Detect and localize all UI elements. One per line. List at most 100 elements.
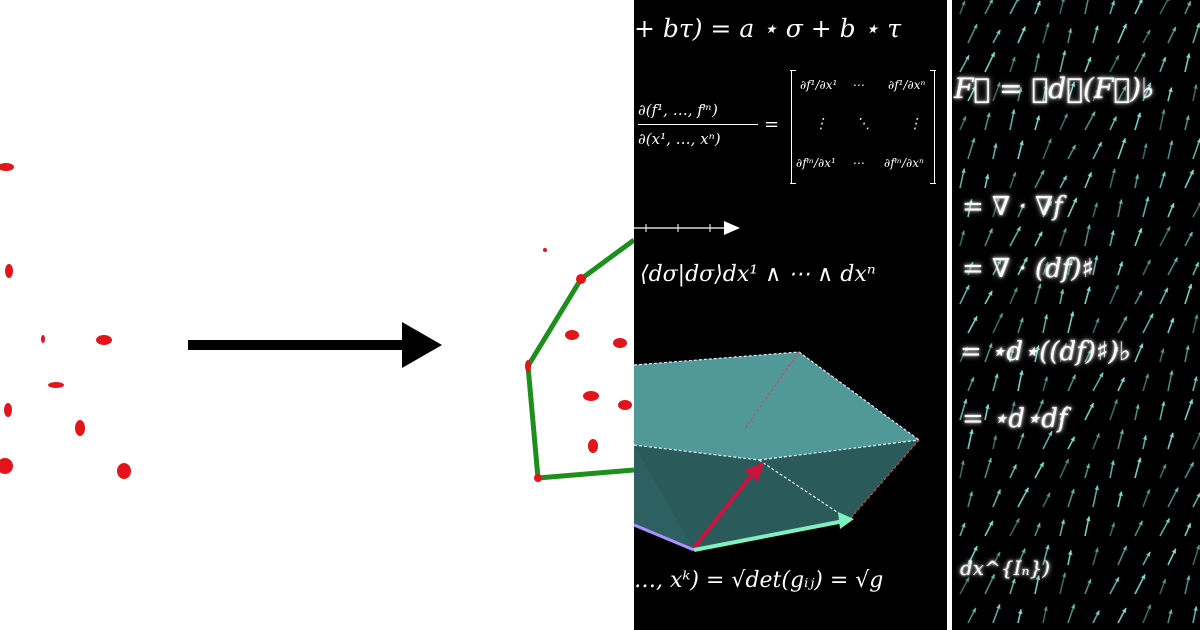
field-arrow xyxy=(1059,0,1066,15)
matrix-cell: ∂f¹/∂x¹ xyxy=(800,78,838,92)
field-arrow xyxy=(1109,116,1118,131)
field-arrow xyxy=(1042,376,1049,392)
field-arrow xyxy=(1134,457,1142,479)
field-arrow xyxy=(1009,578,1016,595)
field-arrow xyxy=(967,261,974,276)
field-arrow xyxy=(967,429,974,450)
prism-left-face xyxy=(634,365,694,550)
point xyxy=(117,463,131,479)
field-arrow xyxy=(1109,346,1119,363)
field-arrow xyxy=(1017,548,1026,566)
equation-metric-determinant: …, xᵏ) = √det(gᵢⱼ) = √g xyxy=(634,568,884,593)
point xyxy=(75,420,85,436)
point xyxy=(613,338,627,348)
field-arrow xyxy=(1092,141,1103,160)
field-arrow xyxy=(984,228,994,247)
field-arrow xyxy=(1042,544,1050,566)
input-point-cloud xyxy=(0,163,131,479)
field-arrow xyxy=(1184,345,1190,363)
field-arrow xyxy=(1117,315,1128,334)
prism-edge xyxy=(848,439,920,521)
field-arrow xyxy=(1159,518,1171,537)
transform-arrow xyxy=(188,322,442,368)
field-arrow xyxy=(1042,430,1053,450)
field-arrow xyxy=(1117,137,1127,160)
equation-wedge-fragment: dx^{Iₙ}) xyxy=(960,556,1051,580)
matrix-cell: ⋯ xyxy=(852,156,864,170)
equation-laplacian-step2: = ∇ · (df)♯ xyxy=(962,254,1095,284)
fraction-bar xyxy=(638,124,758,125)
field-arrow xyxy=(1117,545,1128,566)
field-arrow xyxy=(1184,115,1190,131)
field-arrow xyxy=(1192,84,1198,102)
field-arrow xyxy=(1159,56,1167,73)
field-arrow xyxy=(959,522,966,537)
field-arrow xyxy=(959,115,967,131)
field-arrow xyxy=(992,373,999,392)
field-arrow xyxy=(1017,203,1026,218)
prism-edge xyxy=(743,351,800,431)
point xyxy=(4,403,12,417)
field-arrow xyxy=(1092,485,1100,508)
field-arrow xyxy=(1034,345,1040,363)
field-arrow xyxy=(1009,517,1021,537)
field-arrow xyxy=(1067,144,1077,160)
field-arrow xyxy=(1192,544,1200,566)
field-arrow xyxy=(1034,522,1041,537)
field-arrow xyxy=(1017,256,1029,276)
field-arrow xyxy=(967,491,974,508)
field-arrow xyxy=(1159,109,1166,131)
field-arrow xyxy=(1067,374,1077,392)
field-arrow xyxy=(1134,52,1146,73)
matrix-cell: ∂fᵐ/∂x¹ xyxy=(796,156,836,170)
prism-side-face xyxy=(759,440,919,520)
field-arrow xyxy=(1092,88,1100,102)
field-arrow xyxy=(1109,54,1120,73)
point xyxy=(5,264,13,278)
field-arrow xyxy=(1142,373,1150,392)
field-arrow xyxy=(984,174,990,189)
point xyxy=(0,163,14,171)
jacobian-denominator: ∂(x¹, …, xⁿ) xyxy=(638,130,721,148)
field-arrow xyxy=(1017,26,1026,44)
field-arrow xyxy=(1109,398,1119,421)
field-arrow xyxy=(984,290,993,305)
field-arrow xyxy=(1167,487,1179,508)
field-arrow xyxy=(1084,516,1091,537)
field-arrow xyxy=(1167,317,1175,334)
field-arrow xyxy=(1092,255,1099,276)
field-arrow xyxy=(1042,200,1053,218)
field-arrow xyxy=(1017,87,1023,102)
field-arrow xyxy=(1184,461,1195,479)
field-arrow xyxy=(1059,227,1067,247)
field-arrow xyxy=(1142,435,1148,450)
field-arrow xyxy=(1092,547,1099,566)
field-arrow xyxy=(967,199,974,218)
field-arrow xyxy=(1109,460,1116,479)
field-arrow xyxy=(1092,610,1100,624)
field-arrow xyxy=(992,81,1001,102)
matrix-cell: ⋱ xyxy=(856,116,870,132)
field-arrow xyxy=(1184,0,1192,15)
field-arrow xyxy=(992,489,1002,508)
matrix-cell: ∂fᵐ/∂xⁿ xyxy=(884,156,924,170)
green-vector-head xyxy=(838,512,854,529)
field-arrow xyxy=(1067,258,1074,276)
field-arrow xyxy=(1142,82,1152,102)
field-arrow xyxy=(967,607,977,624)
field-arrow xyxy=(1034,0,1041,15)
field-arrow xyxy=(984,51,996,73)
field-arrow xyxy=(1142,259,1152,276)
field-arrow xyxy=(1017,609,1023,624)
field-arrow xyxy=(1067,81,1076,102)
field-arrow xyxy=(1067,28,1073,44)
field-arrow xyxy=(1192,22,1200,44)
field-arrow xyxy=(959,284,970,305)
field-arrow xyxy=(1167,140,1174,160)
point xyxy=(565,330,579,340)
field-arrow xyxy=(992,312,1004,334)
field-arrow xyxy=(1009,287,1018,305)
field-arrow xyxy=(992,551,1001,566)
field-arrow xyxy=(984,404,990,421)
point xyxy=(576,274,586,284)
